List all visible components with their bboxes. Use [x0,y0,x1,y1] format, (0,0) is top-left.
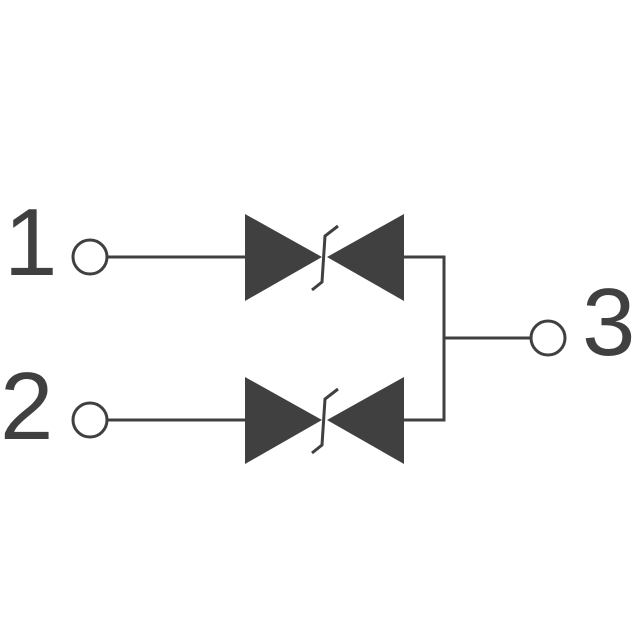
pin1-label: 1 [4,189,57,296]
wire-diode1-to-bus [404,255,446,338]
diode2-zener-bar [311,387,339,455]
pin1-terminal [71,238,109,276]
pin2-terminal [71,401,109,439]
pin3-terminal [529,319,567,357]
diode1-right-triangle [327,214,404,301]
diode1-zener-bar [311,224,339,292]
diode2-right-triangle [327,377,404,464]
wiring [108,255,530,422]
terminals [71,238,567,439]
bidirectional-tvs-diode-2 [245,377,404,464]
pin2-label: 2 [0,353,53,460]
diode2-left-triangle [245,377,322,464]
wire-diode2-to-bus [404,338,446,422]
bidirectional-tvs-diode-1 [245,214,404,301]
diode1-left-triangle [245,214,322,301]
pin3-label: 3 [582,269,635,376]
